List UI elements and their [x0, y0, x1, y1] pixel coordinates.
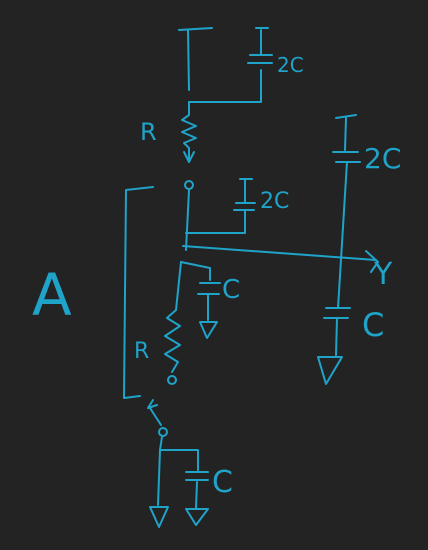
middle-cap-label: 2C	[260, 189, 289, 214]
right-top-cap-label: 2C	[364, 142, 401, 175]
top-capacitor-branch	[178, 27, 273, 103]
bottom-branch	[147, 399, 209, 528]
top-resistor-label: R	[140, 118, 157, 146]
top-cap-label: 2C	[277, 53, 304, 77]
bottom-cap-label: C	[212, 465, 233, 500]
right-column	[317, 114, 361, 385]
center-capacitor	[180, 261, 221, 339]
middle-capacitor	[185, 178, 256, 234]
center-cap-label: C	[222, 275, 240, 305]
right-bottom-cap-label: C	[362, 306, 384, 344]
node-a-bracket	[123, 186, 154, 399]
node-a-label: A	[32, 261, 72, 329]
output-wire	[182, 245, 379, 273]
top-resistor	[181, 101, 197, 251]
lower-resistor-label: R	[134, 339, 149, 364]
output-y-label: Y	[373, 257, 393, 292]
lower-resistor	[164, 261, 182, 385]
